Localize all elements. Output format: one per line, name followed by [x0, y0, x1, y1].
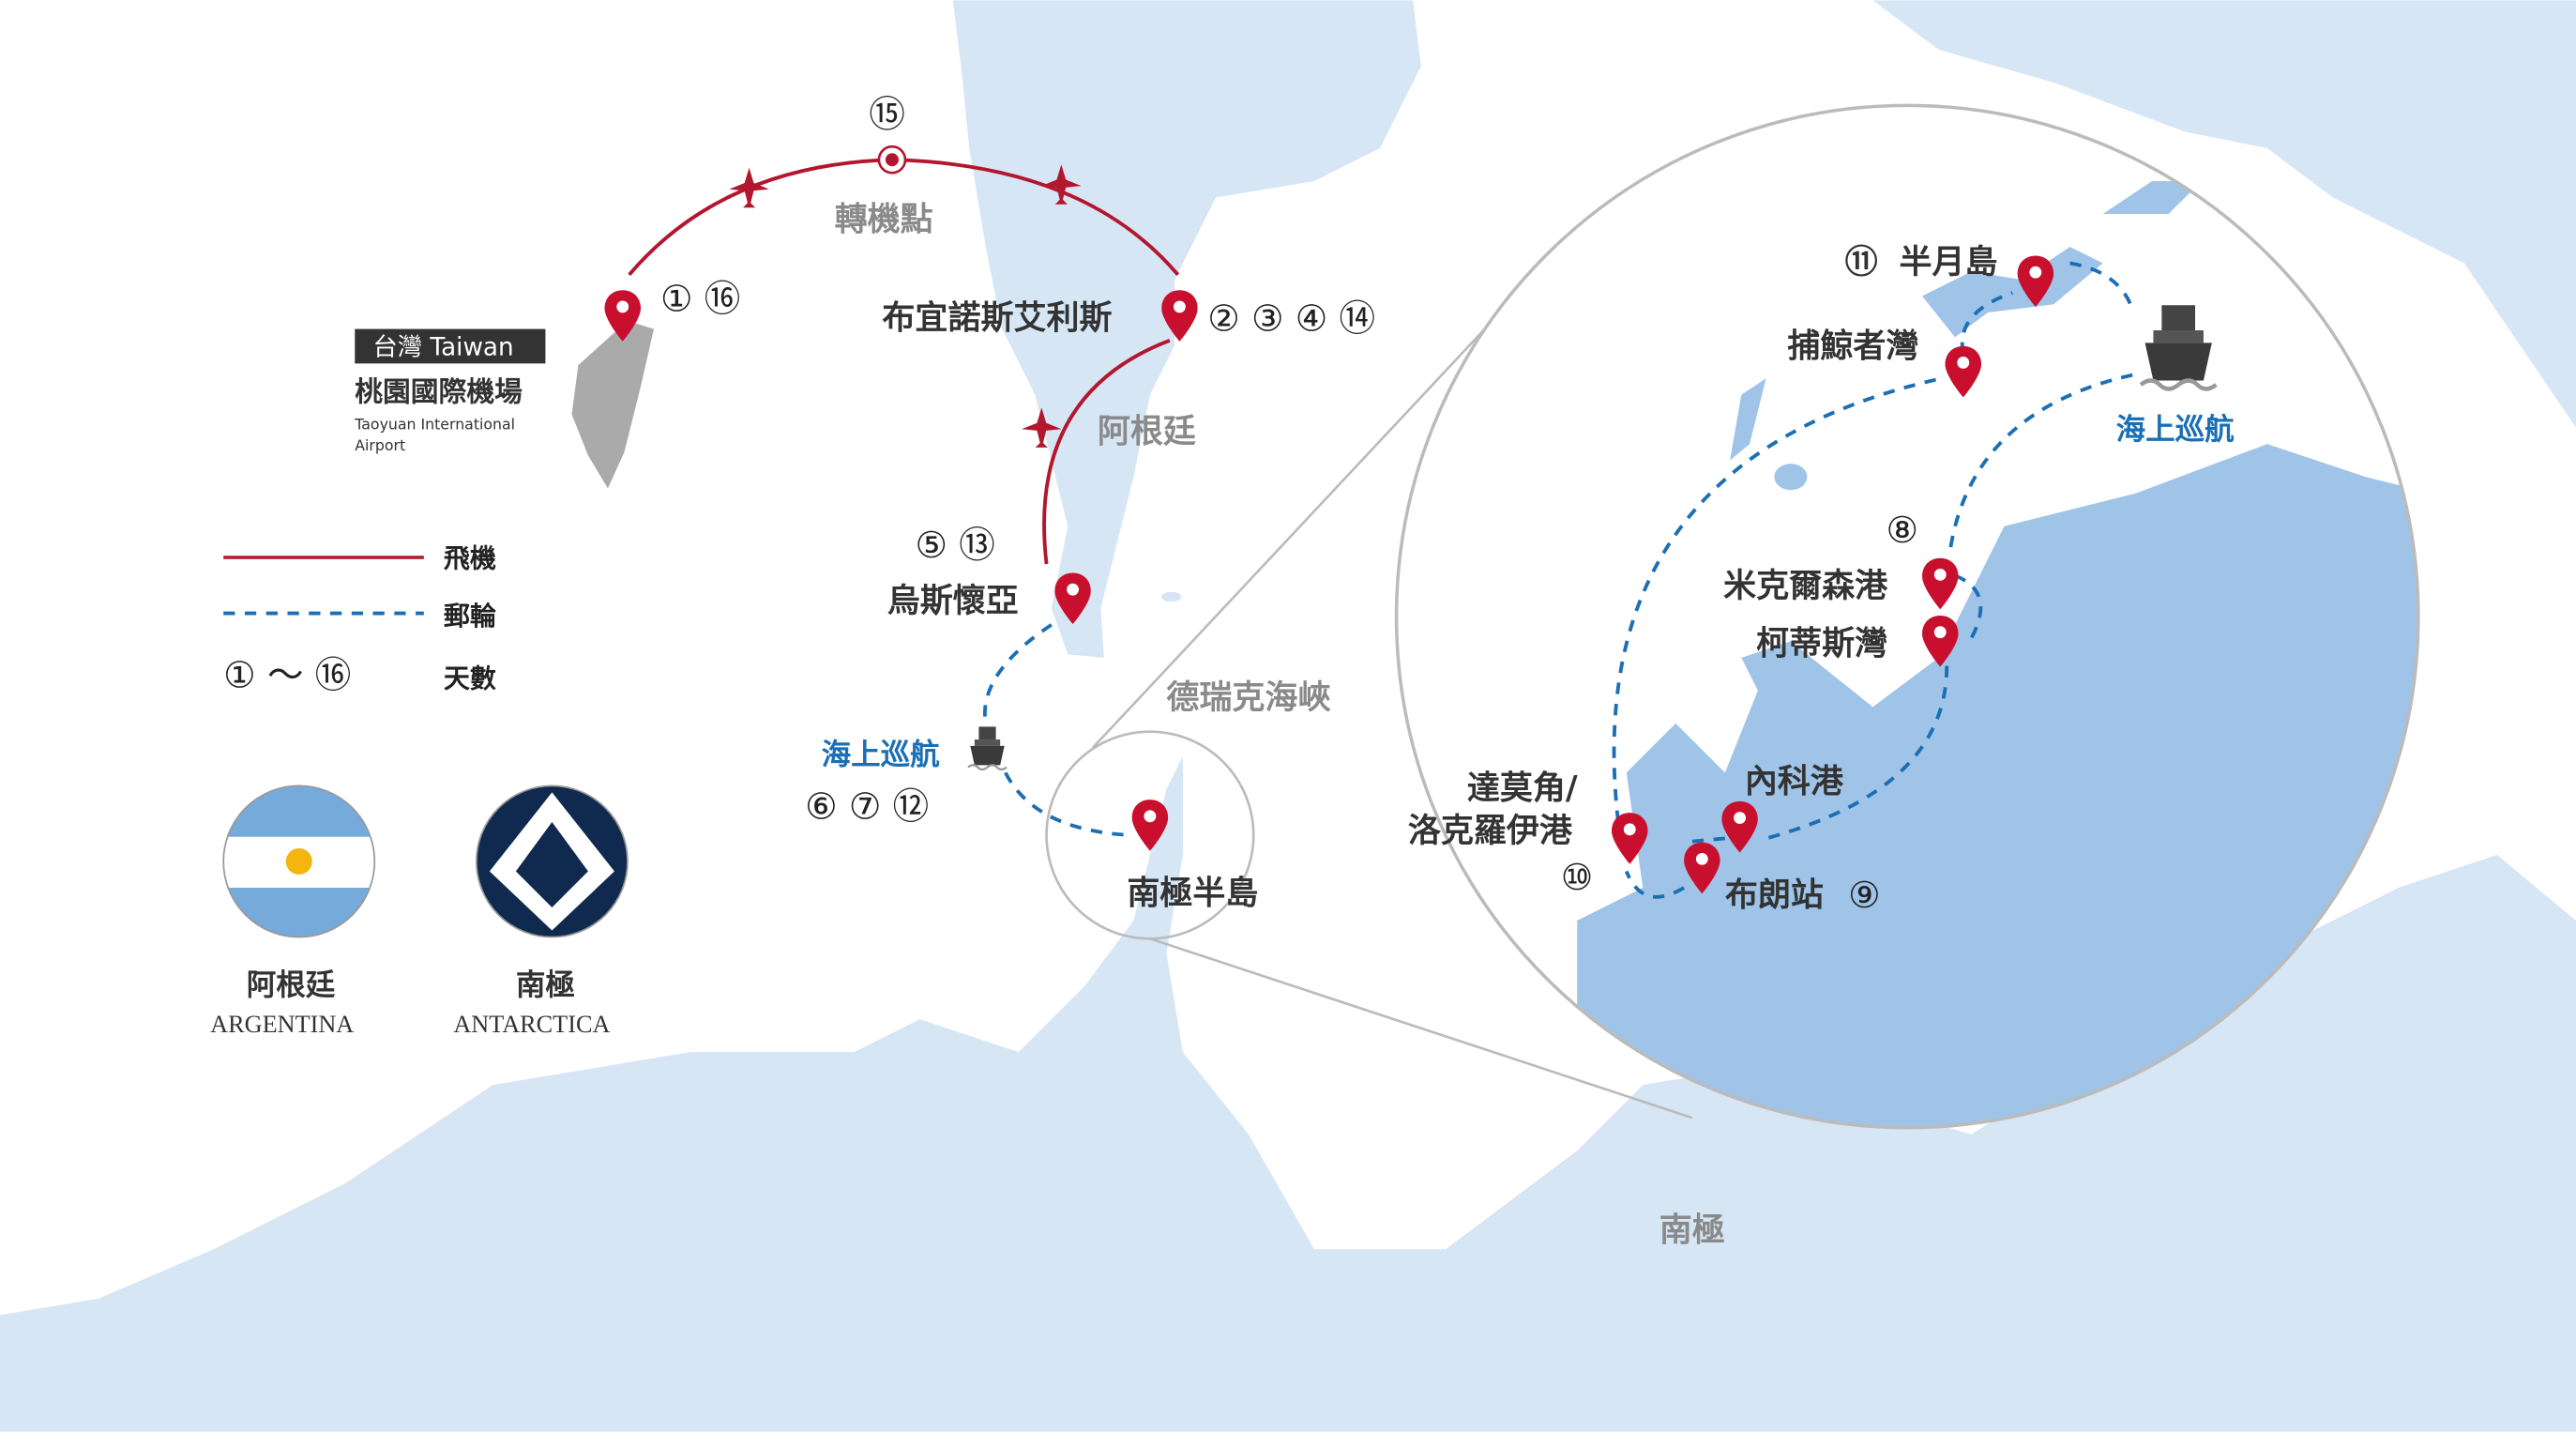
airport-name-en-1: Taoyuan International: [354, 415, 515, 433]
south-america: [952, 0, 1421, 658]
taiwan-days: ① ⑯: [660, 278, 740, 320]
inset-frame: [1394, 103, 2420, 1130]
transfer-label: 轉機點: [835, 200, 933, 238]
legend-days: 天數: [444, 663, 496, 693]
stop-buenos-aires: 布宜諾斯艾利斯: [882, 299, 1112, 338]
legend: 飛機 郵輪 ① ～ ⑯ 天數: [223, 543, 497, 697]
sea-cruise-days: ⑥ ⑦ ⑫: [805, 785, 929, 828]
stop-ushuaia: 烏斯懷亞: [887, 582, 1019, 620]
buenos-aires-days: ② ③ ④ ⑭: [1207, 297, 1375, 340]
cruise-routes: [982, 261, 2134, 899]
inset-damoy: 達莫角/: [1467, 769, 1578, 807]
inset-port-lockroy: 洛克羅伊港: [1408, 812, 1573, 850]
argentina-flag: [222, 785, 376, 938]
legend-days-range: ① ～ ⑯: [223, 654, 351, 696]
stop-antarctic-peninsula: 南極半島: [1127, 875, 1258, 913]
antarctica: [0, 755, 2576, 1432]
inset-half-moon-days: ⑪: [1845, 243, 1878, 282]
inset-mikkelsen-days: ⑧: [1886, 510, 1918, 552]
drake-passage-label: 德瑞克海峽: [1166, 678, 1331, 717]
transfer-day: ⑮: [869, 94, 905, 136]
antarctica-region-label: 南極: [1659, 1211, 1725, 1250]
flight-routes: [628, 145, 1180, 565]
taiwan-island: [571, 320, 655, 489]
inset-cierva: 柯蒂斯灣: [1756, 624, 1887, 663]
antarctica-flag: [475, 785, 629, 938]
inset-neko: 內科港: [1745, 762, 1844, 800]
inset-sea-cruise: 海上巡航: [2116, 412, 2235, 447]
zoom-connectors: [1045, 282, 1693, 1120]
inset-brown-days: ⑨: [1848, 875, 1881, 917]
inset-brown-station: 布朗站: [1725, 876, 1824, 914]
flag-antarctica-en: ANTARCTICA: [453, 1011, 610, 1038]
sea-cruise-label: 海上巡航: [822, 738, 941, 772]
airport-name-en-2: Airport: [355, 436, 405, 454]
taiwan-badge: 台灣 Taiwan: [373, 334, 514, 362]
airport-name-zh: 桃園國際機場: [355, 376, 523, 409]
legend-flight: 飛機: [444, 543, 496, 574]
flag-argentina-en: ARGENTINA: [210, 1011, 354, 1038]
plane-icon: [729, 167, 769, 208]
legend-cruise: 郵輪: [444, 601, 497, 632]
inset-lockroy-days: ⑩: [1561, 857, 1594, 899]
flag-argentina-zh: 阿根廷: [247, 968, 336, 1002]
argentina-region-label: 阿根廷: [1098, 412, 1196, 450]
inset-mikkelsen: 米克爾森港: [1723, 567, 1888, 605]
inset-whalers-bay: 捕鯨者灣: [1787, 327, 1918, 365]
ushuaia-days: ⑤ ⑬: [915, 525, 994, 567]
ship-icon: [966, 725, 1008, 771]
inset-half-moon: 半月島: [1899, 243, 1997, 282]
northeast-land: [1872, 0, 2576, 428]
flag-antarctica-zh: 南極: [516, 967, 575, 1002]
